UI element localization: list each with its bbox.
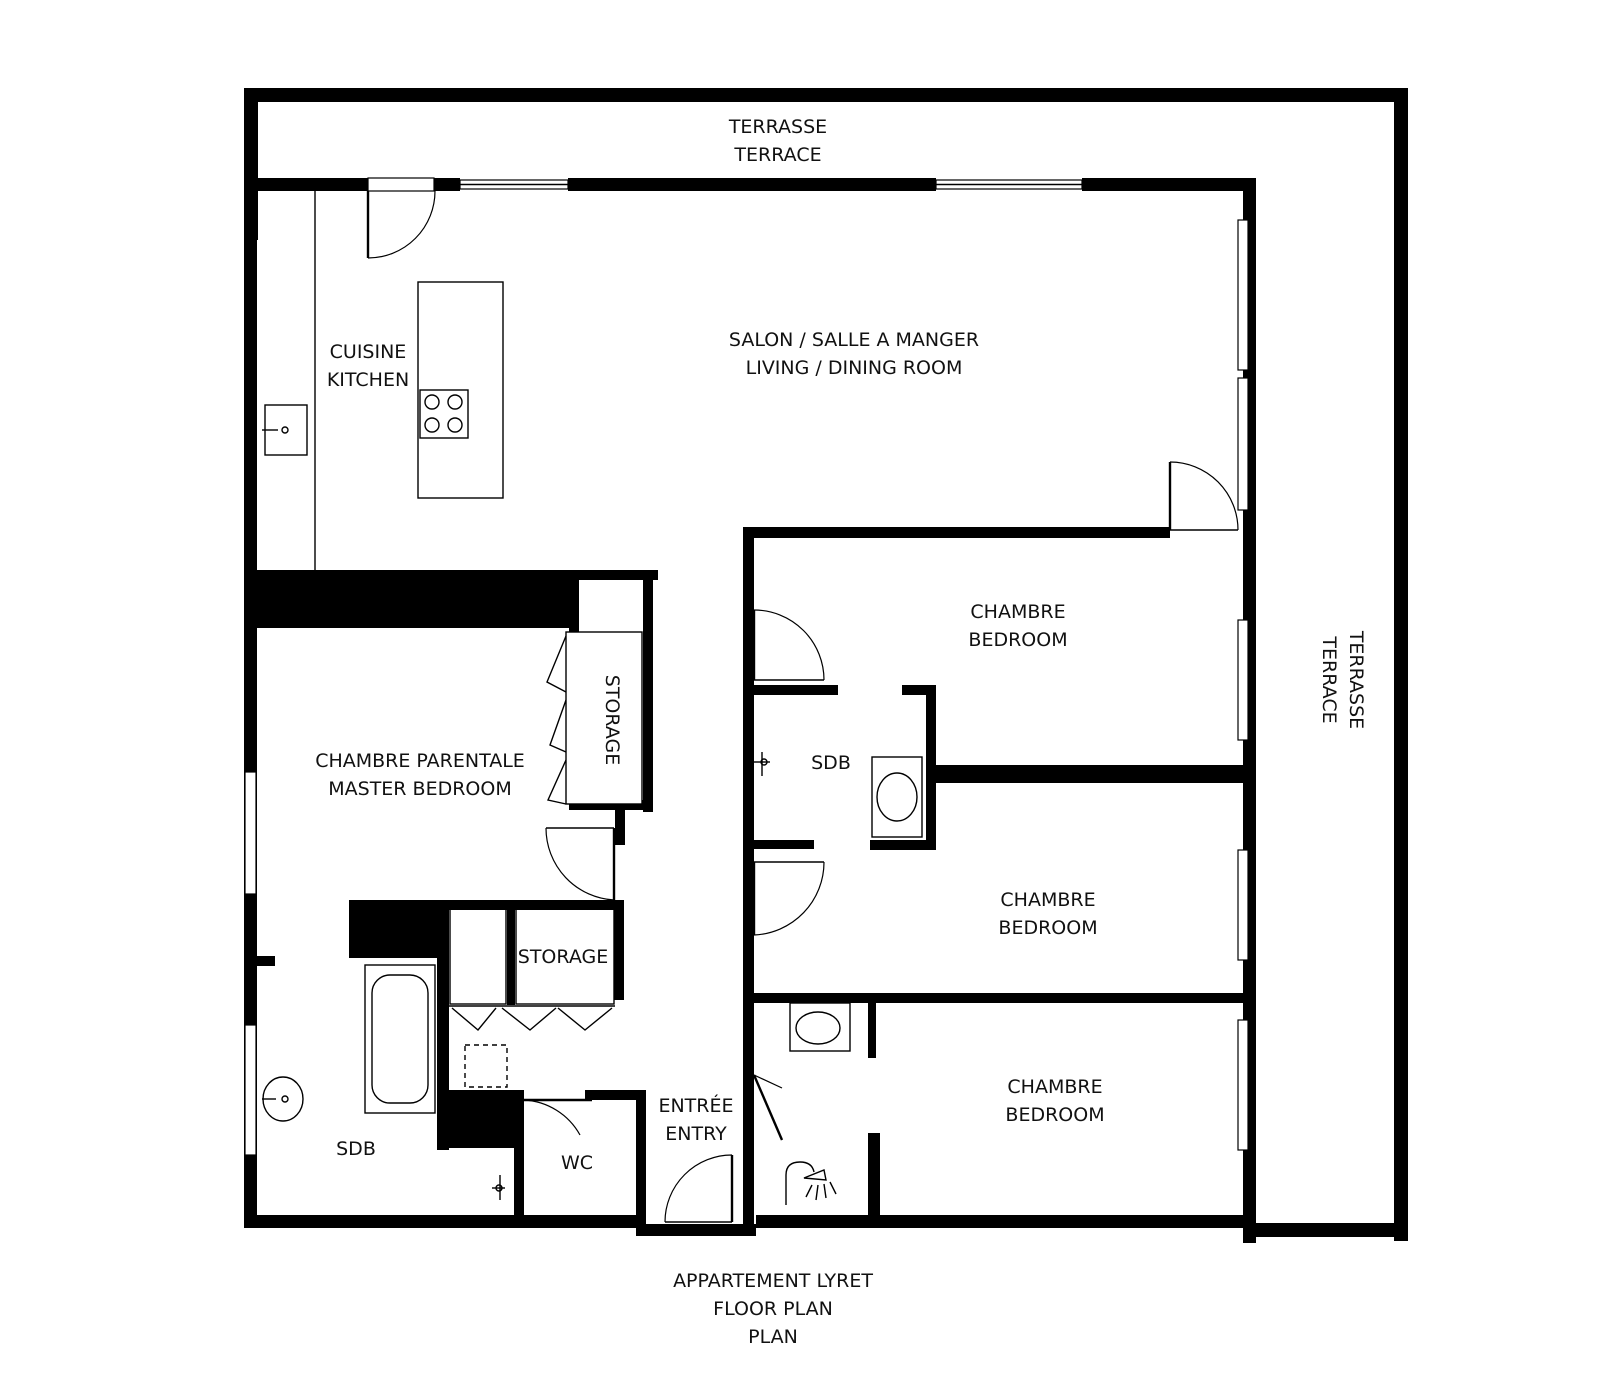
bedroom-2-label: CHAMBRE BEDROOM <box>998 889 1097 939</box>
kitchen-label: CUISINE KITCHEN <box>327 341 409 391</box>
kitchen-line-2: KITCHEN <box>327 369 409 391</box>
door-swing-icon <box>366 190 1239 1223</box>
terrace-right-label: TERRASSE TERRACE <box>1318 630 1367 729</box>
window-icon <box>244 771 257 1156</box>
wc-label: WC <box>561 1152 593 1174</box>
bedroom-3-label: CHAMBRE BEDROOM <box>1005 1076 1104 1126</box>
faucet-icon <box>492 1175 505 1200</box>
storage-bifold-door <box>546 631 643 805</box>
shower-icon <box>785 1161 837 1205</box>
entry-label: ENTRÉE ENTRY <box>658 1094 733 1145</box>
bedroom-1-label: CHAMBRE BEDROOM <box>968 601 1067 651</box>
bathtub-icon <box>871 756 923 838</box>
washer-icon <box>464 1044 508 1088</box>
toilet-icon <box>789 1002 851 1052</box>
entry-line-1: ENTRÉE <box>658 1094 733 1117</box>
bathtub-icon <box>364 964 436 1114</box>
sink-icon <box>262 404 308 456</box>
storage-bifold-door <box>448 907 615 1031</box>
sink-icon <box>262 1076 304 1122</box>
bedroom-1-line-2: BEDROOM <box>968 629 1067 651</box>
sink-icon <box>754 752 770 776</box>
plan-title-line-2: FLOOR PLAN <box>713 1298 833 1320</box>
storage-hall-label: STORAGE <box>518 946 608 968</box>
terrace-top-line-1: TERRASSE <box>728 116 827 138</box>
terrace-top-line-2: TERRACE <box>733 144 821 166</box>
bedroom-2-line-1: CHAMBRE <box>1000 889 1095 911</box>
window-icon <box>1237 219 1249 1151</box>
sdb-master-label: SDB <box>336 1138 376 1160</box>
cooktop-icon <box>419 389 469 439</box>
terrace-top-label: TERRASSE TERRACE <box>728 116 827 166</box>
sdb-mid-label: SDB <box>811 752 851 774</box>
kitchen-line-1: CUISINE <box>330 341 407 363</box>
master-bedroom-label: CHAMBRE PARENTALE MASTER BEDROOM <box>315 750 525 800</box>
bedroom-3-line-1: CHAMBRE <box>1007 1076 1102 1098</box>
living-line-2: LIVING / DINING ROOM <box>746 357 963 379</box>
bedroom-1-line-1: CHAMBRE <box>970 601 1065 623</box>
terrace-right-line-2: TERRACE <box>1318 635 1340 723</box>
master-line-2: MASTER BEDROOM <box>328 778 511 800</box>
storage-master-label: STORAGE <box>601 675 623 765</box>
entry-line-2: ENTRY <box>665 1123 727 1145</box>
plan-title-line-3: PLAN <box>748 1326 798 1348</box>
bedroom-2-line-2: BEDROOM <box>998 917 1097 939</box>
master-line-1: CHAMBRE PARENTALE <box>315 750 525 772</box>
terrace-right-line-1: TERRASSE <box>1345 630 1367 729</box>
living-label: SALON / SALLE A MANGER LIVING / DINING R… <box>729 329 979 379</box>
window-icon <box>367 177 1083 192</box>
plan-title: APPARTEMENT LYRET FLOOR PLAN PLAN <box>673 1270 873 1348</box>
bedroom-3-line-2: BEDROOM <box>1005 1104 1104 1126</box>
living-line-1: SALON / SALLE A MANGER <box>729 329 979 351</box>
plan-title-line-1: APPARTEMENT LYRET <box>673 1270 873 1292</box>
terrace-outer-wall <box>244 88 1408 1241</box>
